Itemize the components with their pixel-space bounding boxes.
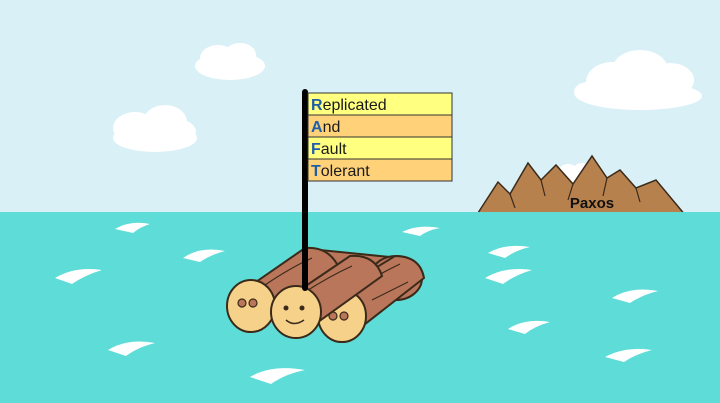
flag-row-4 <box>307 158 453 182</box>
island-paxos <box>474 154 688 217</box>
log-middle <box>270 254 384 339</box>
cloud-left <box>113 105 197 152</box>
flag-line-1: Replicated <box>311 97 387 114</box>
log-left <box>226 246 342 333</box>
cloud-top-left <box>195 43 265 80</box>
wave <box>485 269 532 284</box>
wave <box>508 320 550 334</box>
cloud-right <box>574 50 702 110</box>
wave <box>115 222 150 233</box>
wave <box>108 341 155 356</box>
wave <box>612 289 658 303</box>
flag-line-4: Tolerant <box>311 163 370 180</box>
flag-line-3: Fault <box>311 141 347 158</box>
raft <box>226 246 426 343</box>
waves <box>55 222 658 384</box>
island-label: Paxos <box>570 195 614 212</box>
wave <box>250 368 305 384</box>
wave <box>488 245 530 258</box>
wave <box>183 249 225 262</box>
wave <box>55 269 102 284</box>
wave <box>605 348 652 362</box>
wave <box>402 226 440 236</box>
flag: Replicated And Fault Tolerant <box>307 92 453 182</box>
flag-line-2: And <box>311 119 340 136</box>
